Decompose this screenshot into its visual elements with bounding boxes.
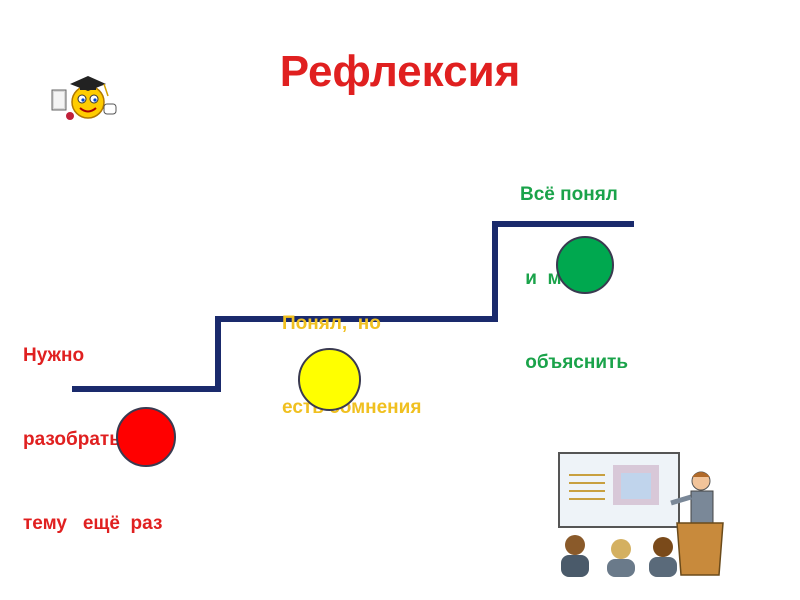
level-low-line-3: тему ещё раз	[23, 513, 163, 534]
red-circle[interactable]	[116, 407, 176, 467]
slide-title: Рефлексия	[279, 47, 521, 96]
level-low-line-2: разобрать	[23, 429, 121, 450]
classroom-presentation-icon	[558, 452, 724, 577]
level-low-line-1: Нужно	[23, 345, 85, 366]
green-circle[interactable]	[556, 236, 614, 294]
yellow-circle[interactable]	[298, 348, 361, 411]
level-mid-line-1: Понял, но	[282, 313, 381, 334]
level-high-line-3: объяснить	[520, 352, 629, 373]
level-low-label: Нужно разобрать тему ещё раз	[23, 286, 162, 566]
level-mid-label: Понял, но есть сомнения	[282, 254, 421, 450]
graduate-smiley-icon	[51, 76, 117, 120]
level-high-line-1: Всё понял	[520, 184, 618, 205]
